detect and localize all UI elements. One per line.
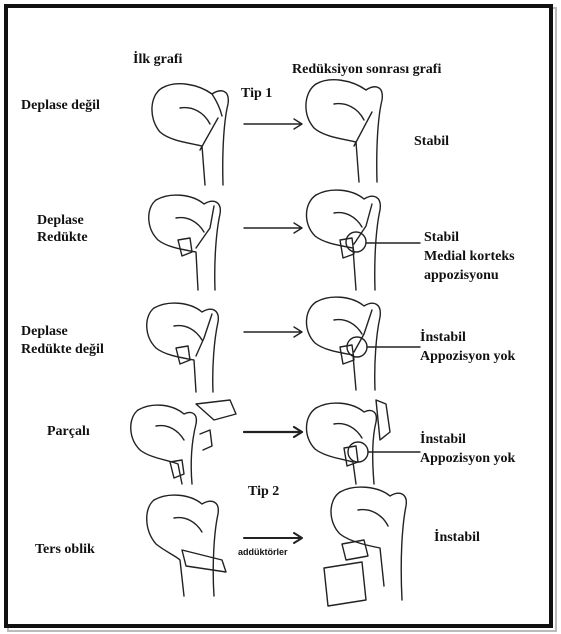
row-result-4-line1: İnstabil: [420, 432, 466, 448]
type-label-tip2: Tip 2: [248, 484, 279, 500]
row-result-2-line2: Medial korteks: [424, 249, 515, 265]
arrow-row5: [244, 533, 302, 543]
row-label-2-line1: Deplase: [37, 213, 84, 229]
row-label-5: Ters oblik: [35, 542, 95, 558]
column-header-initial: İlk grafi: [133, 52, 182, 68]
row-label-2-line2: Redükte: [37, 230, 88, 246]
row-result-1: Stabil: [414, 134, 449, 150]
femur-initial-row1: [152, 84, 228, 185]
femur-reduced-row1: [306, 80, 382, 182]
femur-reduced-row3: [306, 297, 380, 390]
femur-reduced-row5: [324, 487, 406, 606]
row-label-4: Parçalı: [47, 424, 90, 440]
arrow-note-adductors: addüktörler: [238, 547, 288, 557]
row-label-3-line1: Deplase: [21, 324, 68, 340]
row-label-3-line2: Redükte değil: [21, 342, 104, 358]
arrow-row3: [244, 327, 302, 337]
femur-initial-row5: [147, 495, 226, 596]
row-result-2-line3: appozisyonu: [424, 268, 499, 284]
femur-initial-row4: [131, 400, 236, 484]
row-result-5: İnstabil: [434, 530, 480, 546]
row-label-1: Deplase değil: [21, 98, 100, 114]
row-result-3-line1: İnstabil: [420, 330, 466, 346]
arrow-row4: [244, 427, 302, 437]
row-result-2-line1: Stabil: [424, 230, 459, 246]
femur-reduced-row4: [306, 400, 390, 484]
column-header-post-reduction: Redüksiyon sonrası grafi: [292, 62, 441, 78]
arrow-row1: [244, 119, 302, 129]
type-label-tip1: Tip 1: [241, 86, 272, 102]
arrow-row2: [244, 223, 302, 233]
row-result-4-line2: Appozisyon yok: [420, 451, 515, 467]
femur-initial-row3: [147, 303, 219, 392]
femur-initial-row2: [149, 195, 221, 290]
row-result-3-line2: Appozisyon yok: [420, 349, 515, 365]
femur-reduced-row2: [306, 190, 380, 290]
